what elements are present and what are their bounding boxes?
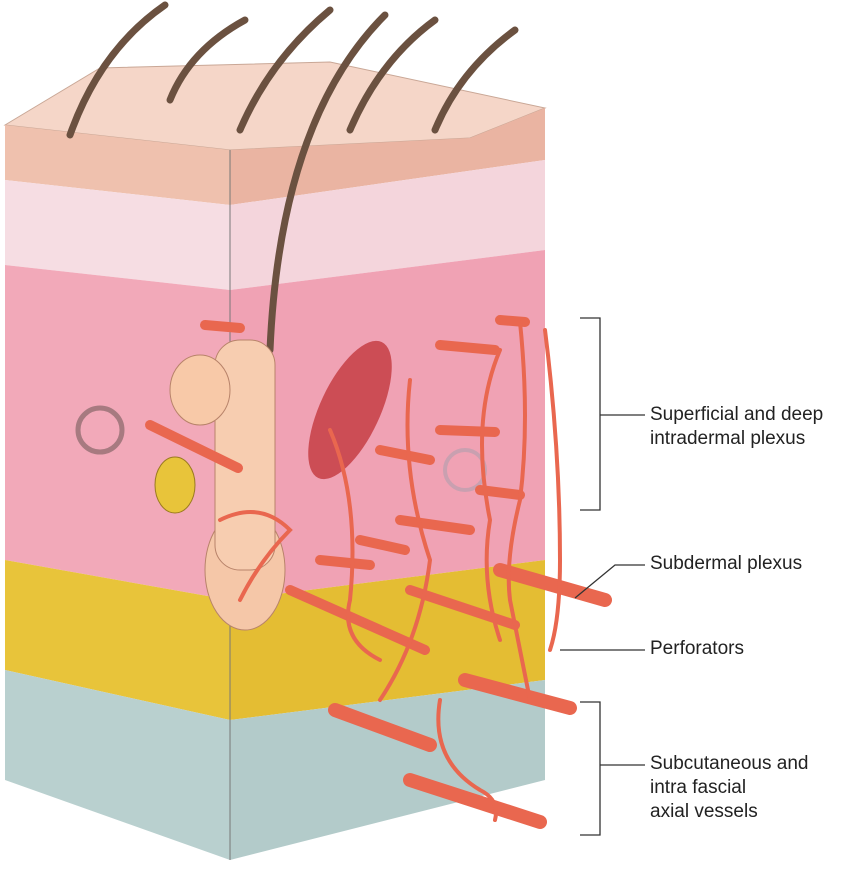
label-superficial-plexus: Superficial and deep intradermal plexus [650,403,823,451]
bracket-subcutaneous [580,701,601,836]
label-line: intradermal plexus [650,428,806,449]
sweat-gland [75,405,125,455]
pacinian-corpuscle [154,456,196,514]
hairs [66,1,519,354]
label-subdermal-plexus: Subdermal plexus [650,553,803,574]
label-line: intra fascial [650,777,747,798]
bracket-intradermal [580,317,601,511]
side-face [229,108,545,860]
label-line: Subcutaneous and [650,753,809,774]
front-face [5,125,230,860]
label-line: axial vessels [650,801,758,822]
label-leaders [560,317,645,836]
sweat-gland-2 [443,448,487,492]
arrector-muscle [308,340,392,480]
leader-subdermal [574,564,645,599]
vessels [145,315,612,829]
sebaceous-gland [169,354,231,426]
label-perforators: Perforators [650,638,744,659]
label-subcutaneous-vessels: Subcutaneous and intra fascial axial ves… [650,752,808,824]
label-line: Superficial and deep [650,404,824,425]
